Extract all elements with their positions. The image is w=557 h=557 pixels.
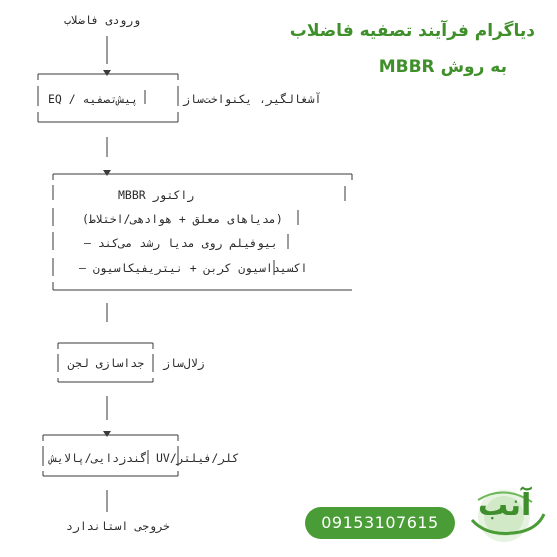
title-line-1: دیاگرام فرآیند تصفیه فاضلاب (289, 21, 535, 41)
disinfection-box (42, 434, 179, 477)
clarifier-box (57, 342, 154, 383)
disinfection-side-label: کلر/فیلتر/UV (156, 451, 240, 465)
arrow-down-icon (103, 70, 111, 76)
water-drop-logo-icon (470, 490, 546, 542)
input-label: ورودی فاضلاب (64, 13, 141, 27)
clarifier-side-label: زلال‌ساز (163, 356, 205, 370)
reactor-line-1: (مدیاهای معلق + هوادهی/اختلاط) (82, 212, 283, 226)
title-line-2: به روش MBBR (378, 57, 507, 77)
output-label: خروجی استاندارد (66, 519, 170, 533)
phone-number-badge[interactable]: 09153107615 (305, 507, 455, 539)
reactor-title: MBBR راکتور (118, 188, 195, 202)
clarifier-inside-label: جداسازی لجن (68, 356, 145, 370)
arrow-down-icon (103, 431, 111, 437)
pretreatment-side-label: آشغالگیر، یکنواخت‌ساز (183, 92, 322, 106)
pretreatment-inside-label: EQ / پیش‌تصفیه (48, 92, 139, 106)
arrow-down-icon (103, 170, 111, 176)
brand-logo-text: آنب (478, 488, 532, 523)
disinfection-inside-label: گندزدایی/پالایش (50, 451, 147, 465)
reactor-line-3: اکسیداسیون کربن + نیتریفیکاسیون – (79, 261, 308, 275)
reactor-box (52, 173, 353, 291)
page-title: دیاگرام فرآیند تصفیه فاضلاب به روش MBBR (235, 18, 535, 80)
reactor-line-2: بیوفیلم روی مدیا رشد می‌کند – (84, 236, 278, 250)
